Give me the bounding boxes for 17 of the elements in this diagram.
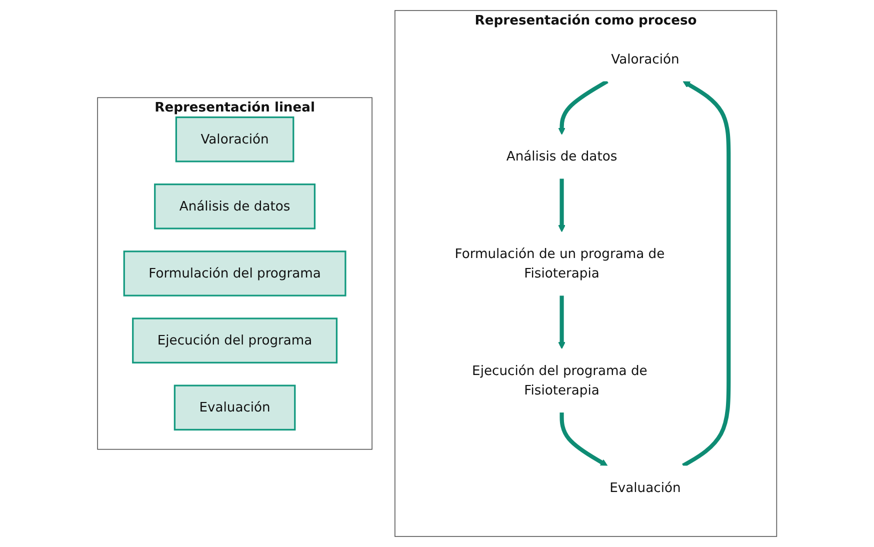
node-text: Análisis de datos [506,148,618,164]
cluster [97,97,372,450]
arrow [558,178,566,232]
node-text: Evaluación [610,480,681,496]
node-box [132,318,338,364]
arrow [682,80,731,468]
cluster [394,10,777,537]
node-text: Ejecución del programa de Fisioterapia [472,362,648,398]
node-box [174,384,296,431]
arrow [560,412,608,466]
arrow [558,80,608,135]
node-box [175,116,294,162]
node-box [123,250,346,296]
node-text: Formulación de un programa de Fisioterapia [454,246,665,281]
node-text: Valoración [611,51,680,67]
arrow [558,296,566,350]
node-box [154,184,316,230]
